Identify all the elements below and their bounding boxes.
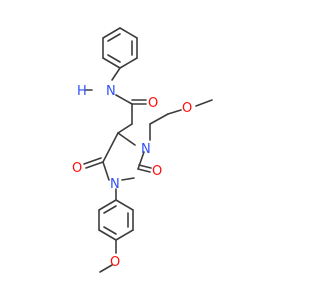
bond — [117, 123, 133, 134]
atom-label-o-anisole: O — [110, 255, 120, 270]
bond-double-inner — [107, 33, 121, 42]
bond-double-inner — [103, 205, 117, 214]
bond — [85, 161, 104, 169]
bond — [115, 229, 134, 241]
phenyl-ring — [102, 27, 138, 69]
bond — [98, 229, 117, 241]
atom-label-n-ring-3: N — [141, 142, 151, 157]
atom-label-n-ring-1: N — [110, 177, 120, 192]
bond — [117, 132, 136, 146]
molecule-svg: N H O O N N O O O — [72, 27, 213, 273]
atom-label-o-carbonyl-2: O — [152, 164, 162, 179]
bond — [102, 27, 121, 39]
molecule-diagram: N H O O N N O O O — [72, 27, 213, 273]
bond — [195, 99, 213, 107]
bond — [138, 164, 152, 169]
bond — [149, 113, 169, 125]
bond — [115, 94, 133, 105]
atom-label-o-ether: O — [182, 101, 192, 116]
atom-label-o-carbonyl-5: O — [72, 161, 82, 176]
atom-label-o-amide: O — [148, 96, 158, 111]
bond — [98, 199, 117, 211]
bond — [119, 57, 138, 69]
bond-double-inner — [103, 226, 117, 235]
bond — [167, 109, 182, 115]
bond — [115, 199, 134, 211]
bond — [99, 264, 113, 273]
bond — [102, 132, 119, 163]
bond — [111, 67, 121, 81]
methoxyphenyl-ring — [98, 199, 134, 241]
bond — [137, 151, 145, 170]
atom-label-h-amide: H — [77, 84, 87, 99]
bond — [121, 177, 135, 181]
bond — [137, 168, 151, 173]
bond — [102, 57, 121, 69]
bond-double-inner — [107, 54, 121, 63]
bond — [119, 27, 138, 39]
atom-label-n-amide: N — [106, 84, 116, 99]
imidazolidinedione-ring — [102, 132, 145, 181]
bond — [102, 161, 110, 181]
bond — [83, 157, 102, 165]
